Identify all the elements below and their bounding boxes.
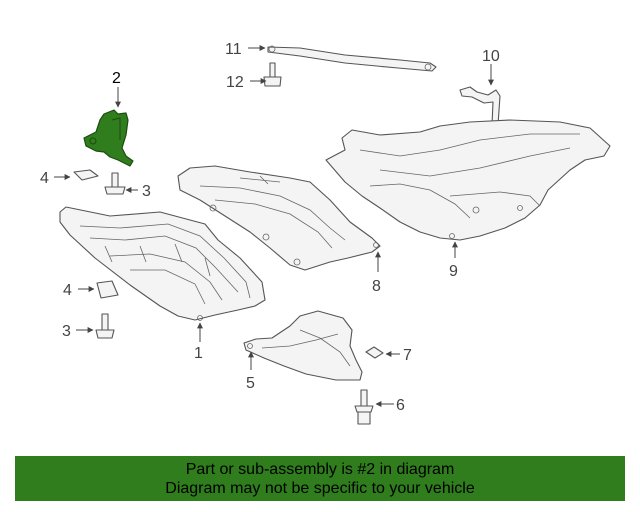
callout-8: 8 [372,278,381,295]
callout-3-lower: 3 [62,323,71,340]
part-2-bracket-highlighted[interactable] [83,109,134,167]
part-8-center-shield[interactable] [177,165,381,271]
callout-5: 5 [246,375,255,392]
part-9-rear-panel[interactable] [325,119,611,241]
callout-11: 11 [225,41,242,58]
banner-line-1: Part or sub-assembly is #2 in diagram [185,461,455,478]
callout-10: 10 [482,48,500,65]
leader-lines [54,45,494,407]
callout-3-upper: 3 [142,183,151,200]
info-banner: Part or sub-assembly is #2 in diagram Di… [15,456,625,501]
banner-line-2: Diagram may not be specific to your vehi… [165,480,475,497]
part-3-screw-upper[interactable] [104,172,126,195]
callout-1: 1 [194,345,203,362]
callout-7: 7 [403,347,412,364]
part-4-pad-upper[interactable] [73,169,99,181]
part-11-support-strut[interactable] [267,45,437,72]
callout-2: 2 [112,70,121,87]
part-10-bracket[interactable] [459,86,501,126]
part-7-clip[interactable] [365,346,384,359]
part-4-pad-lower[interactable] [96,280,119,299]
part-3-screw-lower[interactable] [95,313,115,339]
callout-4-lower: 4 [63,282,72,299]
part-12-bolt[interactable] [263,62,282,87]
callout-4-upper: 4 [40,170,49,187]
part-6-screw[interactable] [354,389,374,425]
callout-9: 9 [449,263,458,280]
part-1-front-shield[interactable] [59,206,266,321]
callout-6: 6 [396,397,405,414]
part-5-corner-shield[interactable] [243,310,363,381]
callout-12: 12 [226,74,244,91]
